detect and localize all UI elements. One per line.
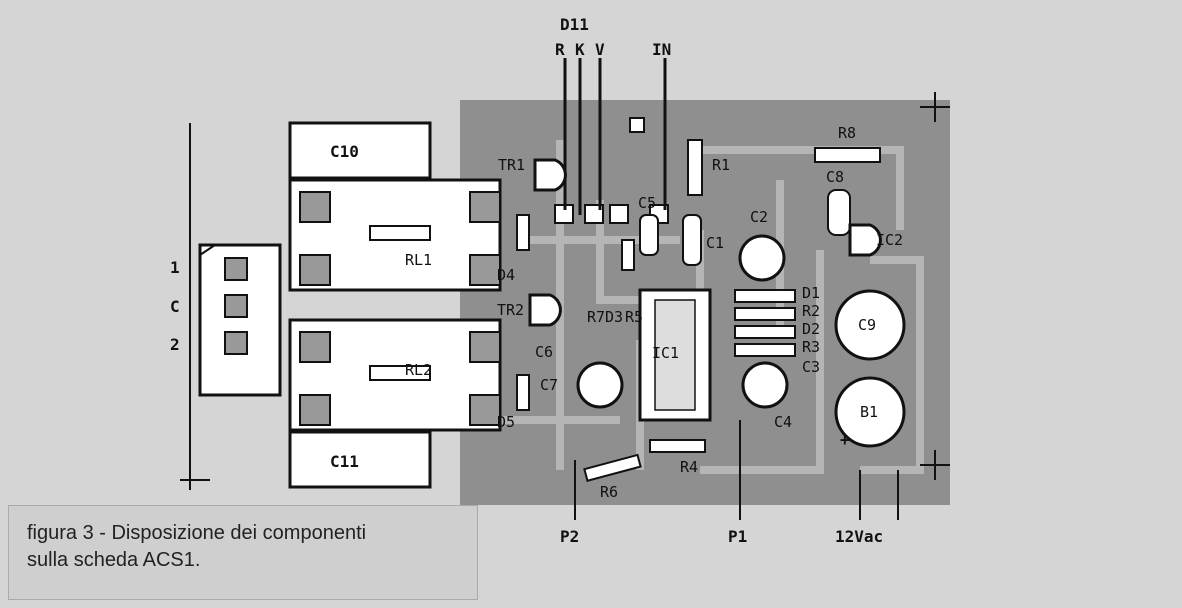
- connector-wires: [563, 58, 667, 215]
- label-r4: R4: [680, 458, 698, 476]
- label-r: R: [555, 40, 565, 59]
- caption-line-1: figura 3 - Disposizione dei componenti: [27, 522, 367, 544]
- bridge-b1: [834, 376, 906, 448]
- capacitor-c11: [288, 430, 432, 489]
- label-rl1: RL1: [405, 251, 432, 269]
- label-d1: D1: [802, 284, 820, 302]
- label-c10: C10: [330, 142, 359, 161]
- label-c3: C3: [802, 358, 820, 376]
- transistor-tr1: [533, 158, 567, 192]
- label-in: IN: [652, 40, 671, 59]
- label-c4: C4: [774, 413, 792, 431]
- label-ic1: IC1: [652, 344, 679, 362]
- label-plus: +: [840, 430, 850, 449]
- label-v: V: [595, 40, 605, 59]
- label-c2: C2: [750, 208, 768, 226]
- terminal-block: [198, 243, 282, 397]
- label-tr2: TR2: [497, 301, 524, 319]
- top-connector-pads: [554, 117, 669, 224]
- label-r5: R5: [625, 308, 643, 326]
- label-ic2: IC2: [876, 231, 903, 249]
- relay-rl1: [288, 178, 502, 292]
- label-c11: C11: [330, 452, 359, 471]
- capacitor-c8: [827, 189, 851, 236]
- label-d4: D4: [497, 266, 515, 284]
- label-r7: R7: [587, 308, 605, 326]
- label-c6: C6: [535, 343, 553, 361]
- label-term-c: C: [170, 297, 180, 316]
- label-r8: R8: [838, 124, 856, 142]
- label-p2: P2: [560, 527, 579, 546]
- lead-lines: [574, 420, 899, 520]
- ic1: [638, 288, 712, 422]
- relay-rl2: [288, 318, 502, 432]
- label-rl2: RL2: [405, 361, 432, 379]
- label-term-1: 1: [170, 258, 180, 277]
- label-c8: C8: [826, 168, 844, 186]
- capacitor-c2: [738, 234, 786, 282]
- label-term-2: 2: [170, 335, 180, 354]
- label-d5: D5: [497, 413, 515, 431]
- label-c7: C7: [540, 376, 558, 394]
- label-r6: R6: [600, 483, 618, 501]
- label-c5: C5: [638, 194, 656, 212]
- label-r1: R1: [712, 156, 730, 174]
- resistors: [583, 139, 881, 483]
- label-c1: C1: [706, 234, 724, 252]
- caption-line-2: sulla scheda ACS1.: [27, 549, 201, 571]
- figure-caption: figura 3 - Disposizione dei componenti s…: [8, 505, 478, 600]
- ic2: [848, 223, 882, 257]
- label-r3: R3: [802, 338, 820, 356]
- label-c9: C9: [858, 316, 876, 334]
- capacitor-c10: [288, 121, 432, 180]
- capacitor-c9: [834, 289, 906, 361]
- label-d11: D11: [560, 15, 589, 34]
- label-b1: B1: [860, 403, 878, 421]
- label-k: K: [575, 40, 585, 59]
- label-p1: P1: [728, 527, 747, 546]
- label-r2: R2: [802, 302, 820, 320]
- label-d3: D3: [605, 308, 623, 326]
- label-12vac: 12Vac: [835, 527, 883, 546]
- label-d2: D2: [802, 320, 820, 338]
- capacitor-c1: [682, 214, 702, 266]
- label-tr1: TR1: [498, 156, 525, 174]
- registration-marks: [180, 92, 950, 490]
- capacitor-c5: [639, 214, 659, 256]
- capacitor-c4: [741, 361, 789, 409]
- capacitor-c7: [576, 361, 624, 409]
- transistor-tr2: [528, 293, 562, 327]
- diodes: [516, 214, 635, 411]
